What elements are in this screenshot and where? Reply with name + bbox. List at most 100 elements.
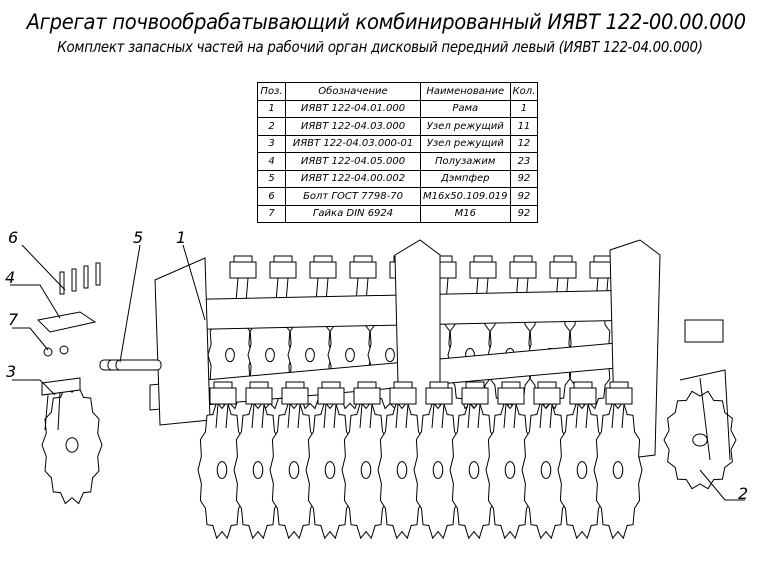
drawing-subtitle: Комплект запасных частей на рабочий орга… [57, 38, 703, 56]
disc-lower-hub [576, 461, 588, 479]
cutting-unit-upper-clamp-top [353, 255, 373, 263]
cutting-unit-lower-stand [431, 403, 445, 429]
drawing-title: Агрегат почвообрабатывающий комбинирован… [26, 10, 746, 34]
damper [115, 359, 162, 371]
spare-stand-right [679, 369, 731, 461]
table-cell: 92 [509, 204, 539, 223]
leader-5 [119, 244, 141, 363]
callout-1: 1 [176, 228, 187, 247]
cutting-unit-lower-clamp [209, 387, 237, 405]
disc-lower [413, 400, 463, 540]
half-clamp [36, 311, 97, 333]
disc-upper-hub [265, 347, 275, 363]
disc-spare-right [663, 390, 737, 490]
disc-lower [593, 400, 643, 540]
cutting-unit-lower-stand [251, 403, 265, 429]
disc-upper-hub [225, 347, 235, 363]
cutting-unit-lower-clamp [389, 387, 417, 405]
cutting-unit-lower-clamp [605, 387, 633, 405]
table-cell: Гайка DIN 6924 [285, 204, 421, 223]
callout-5: 5 [133, 228, 144, 247]
disc-lower [557, 400, 607, 540]
spare-clamp-right [684, 319, 724, 343]
cutting-unit-lower-clamp [245, 387, 273, 405]
disc-spare [41, 385, 103, 505]
table-header-row: Поз. Обозначение Наименование Кол. [257, 82, 539, 101]
cutting-unit-lower-clamp [425, 387, 453, 405]
cutting-unit-lower-clamp-top [321, 381, 341, 389]
cutting-unit-upper-clamp [349, 261, 377, 279]
bolt [59, 271, 65, 295]
cutting-unit-lower-clamp [497, 387, 525, 405]
bolt [71, 268, 77, 292]
cutting-unit-upper-clamp-top [313, 255, 333, 263]
spare-stand [44, 391, 61, 431]
disc-lower [197, 400, 247, 540]
callout-7: 7 [8, 310, 19, 329]
disc-lower-hub [396, 461, 408, 479]
callout-4: 4 [5, 268, 16, 287]
disc-lower-hub [252, 461, 264, 479]
disc-lower-hub [468, 461, 480, 479]
cutting-unit-lower-stand [503, 403, 517, 429]
disc-lower [341, 400, 391, 540]
cutting-unit-lower-stand [539, 403, 553, 429]
cutting-unit-lower-clamp-top [609, 381, 629, 389]
cutting-unit-lower-clamp-top [393, 381, 413, 389]
cutting-unit-upper-clamp [269, 261, 297, 279]
disc-upper-hub [385, 347, 395, 363]
spare-clamp [41, 377, 81, 396]
cutting-unit-upper-clamp-top [593, 255, 613, 263]
disc-lower [269, 400, 319, 540]
cutting-unit-upper-clamp-top [513, 255, 533, 263]
cutting-unit-lower-stand [467, 403, 481, 429]
cutting-unit-lower-stand [359, 403, 373, 429]
disc-upper-hub [305, 347, 315, 363]
cutting-unit-lower-clamp-top [249, 381, 269, 389]
cutting-unit-upper-clamp [229, 261, 257, 279]
leader-1 [182, 244, 206, 321]
cutting-unit-upper-clamp [549, 261, 577, 279]
callout-2: 2 [738, 484, 749, 503]
disc-upper-hub [345, 347, 355, 363]
cutting-unit-lower-clamp-top [465, 381, 485, 389]
callout-3: 3 [6, 362, 17, 381]
cutting-unit-lower-clamp-top [429, 381, 449, 389]
nut [43, 347, 53, 357]
cutting-unit-upper-clamp-top [233, 255, 253, 263]
disc-lower-hub [540, 461, 552, 479]
cutting-unit-lower-clamp-top [573, 381, 593, 389]
disc-lower [485, 400, 535, 540]
cutting-unit-upper-clamp-top [273, 255, 293, 263]
cutting-unit-lower-stand [611, 403, 625, 429]
disc-lower-hub [360, 461, 372, 479]
disc-lower [233, 400, 283, 540]
cutting-unit-upper-clamp-top [553, 255, 573, 263]
leader-3 [12, 379, 56, 396]
cutting-unit-lower-stand [395, 403, 409, 429]
cutting-unit-lower-clamp [353, 387, 381, 405]
cutting-unit-lower-clamp-top [213, 381, 233, 389]
cutting-unit-lower-clamp [569, 387, 597, 405]
callout-6: 6 [8, 228, 19, 247]
disc-lower [521, 400, 571, 540]
cutting-unit-lower-stand [575, 403, 589, 429]
cutting-unit-lower-stand [323, 403, 337, 429]
disc-lower-hub [432, 461, 444, 479]
cutting-unit-lower-clamp-top [501, 381, 521, 389]
leader-7 [12, 327, 49, 351]
table-cell: М16 [420, 204, 511, 223]
cutting-unit-lower-clamp [461, 387, 489, 405]
frame-end-plate-left [154, 257, 211, 426]
cutting-unit-lower-clamp [533, 387, 561, 405]
disc-lower-hub [324, 461, 336, 479]
cutting-unit-lower-clamp-top [285, 381, 305, 389]
bolt [83, 265, 89, 289]
